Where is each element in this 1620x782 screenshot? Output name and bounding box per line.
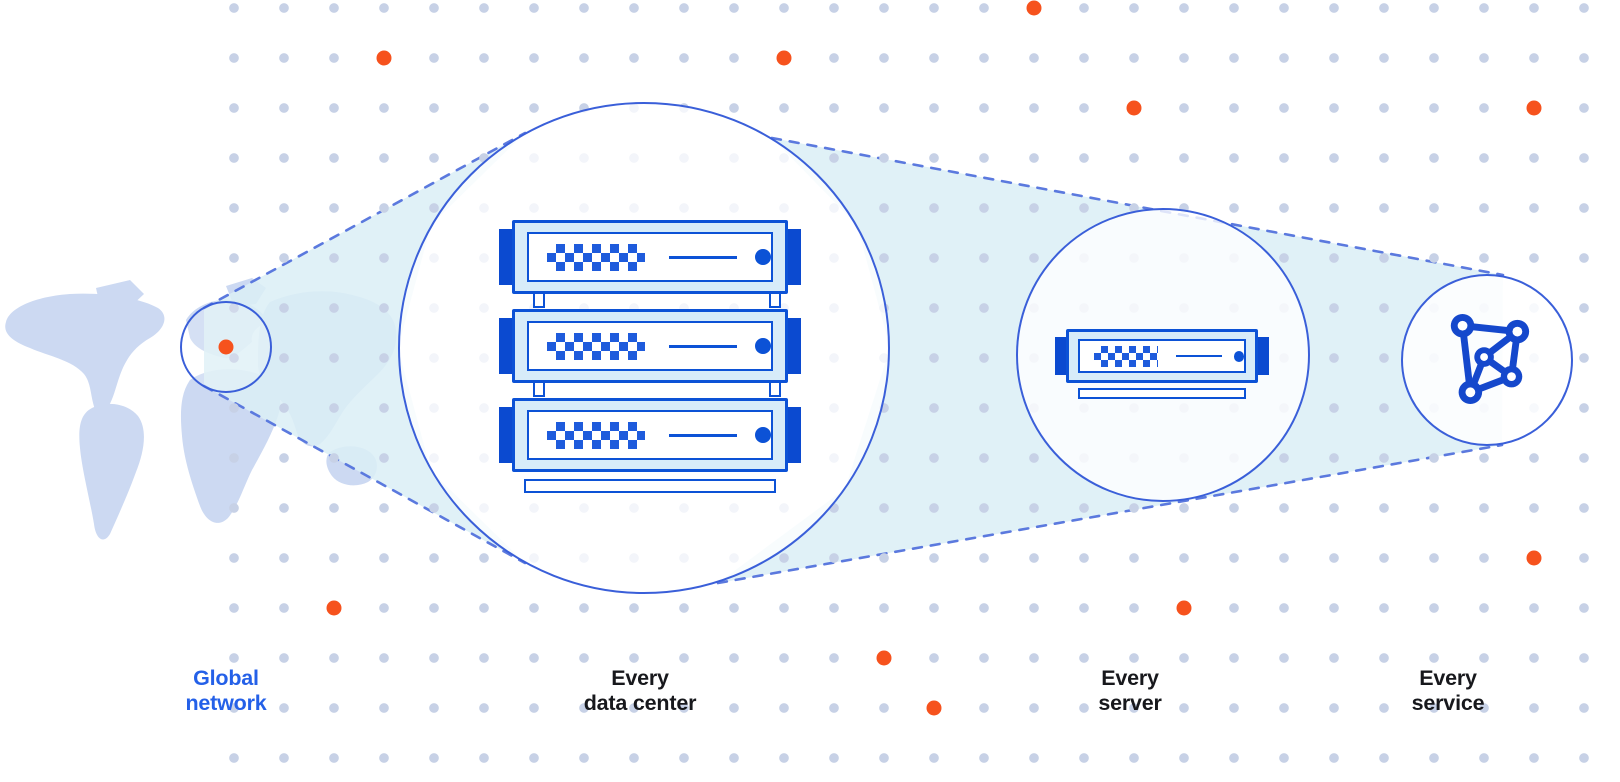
server-tab-icon (786, 407, 801, 463)
accent-dot (376, 50, 392, 66)
server-slot-icon (668, 433, 738, 437)
server-tab-icon (499, 407, 514, 463)
server-led-icon (755, 427, 771, 443)
caption-line: data center (583, 691, 697, 715)
server-unit (499, 220, 801, 294)
accent-dot (1526, 100, 1542, 116)
caption-line: network (185, 691, 267, 715)
server-unit (499, 309, 801, 383)
accent-dot (1026, 0, 1042, 16)
accent-dot (776, 50, 792, 66)
caption-every-service: Every service (1328, 666, 1568, 716)
server-slot-icon (668, 255, 738, 259)
server-vents-icon (547, 243, 645, 271)
server-panel (527, 410, 773, 460)
caption-line: service (1411, 691, 1485, 715)
caption-line: Every (611, 666, 669, 690)
accent-dot (876, 650, 892, 666)
server-led-icon (755, 338, 771, 354)
server-slot-icon (1176, 355, 1222, 357)
server-tab-icon (499, 229, 514, 285)
server-vents-icon (1094, 345, 1159, 367)
accent-dot (326, 600, 342, 616)
server-panel (527, 232, 773, 282)
server-tab-icon (786, 229, 801, 285)
server-base (1078, 388, 1246, 399)
server-vents-icon (547, 332, 645, 360)
server-body (512, 220, 788, 294)
caption-line: server (1098, 691, 1162, 715)
continent-south-america (79, 403, 144, 540)
server-vents-icon (547, 421, 645, 449)
caption-line: Every (1419, 666, 1477, 690)
caption-global-network: Global network (106, 666, 346, 716)
accent-dot (1126, 100, 1142, 116)
network-icon (1450, 313, 1530, 405)
accent-dot (1176, 600, 1192, 616)
server-tab-icon (786, 318, 801, 374)
caption-line: Every (1101, 666, 1159, 690)
server-unit (1055, 329, 1269, 383)
server-led-icon (1233, 350, 1244, 362)
accent-dot (1526, 550, 1542, 566)
server-body (1066, 329, 1258, 383)
server-panel (527, 321, 773, 371)
rack-base (524, 479, 776, 493)
caption-every-data-center: Every data center (520, 666, 760, 716)
server-tab-icon (1055, 337, 1067, 375)
caption-line: Global (193, 666, 259, 690)
continent-north-america (5, 293, 165, 433)
server-led-icon (755, 249, 771, 265)
server-tab-icon (499, 318, 514, 374)
server-body (512, 309, 788, 383)
caption-every-server: Every server (1010, 666, 1250, 716)
accent-dot (926, 700, 942, 716)
server-body (512, 398, 788, 472)
server-unit (499, 398, 801, 472)
server-panel (1078, 339, 1246, 373)
server-tab-icon (1257, 337, 1269, 375)
map-location-marker (218, 339, 234, 355)
server-slot-icon (668, 344, 738, 348)
